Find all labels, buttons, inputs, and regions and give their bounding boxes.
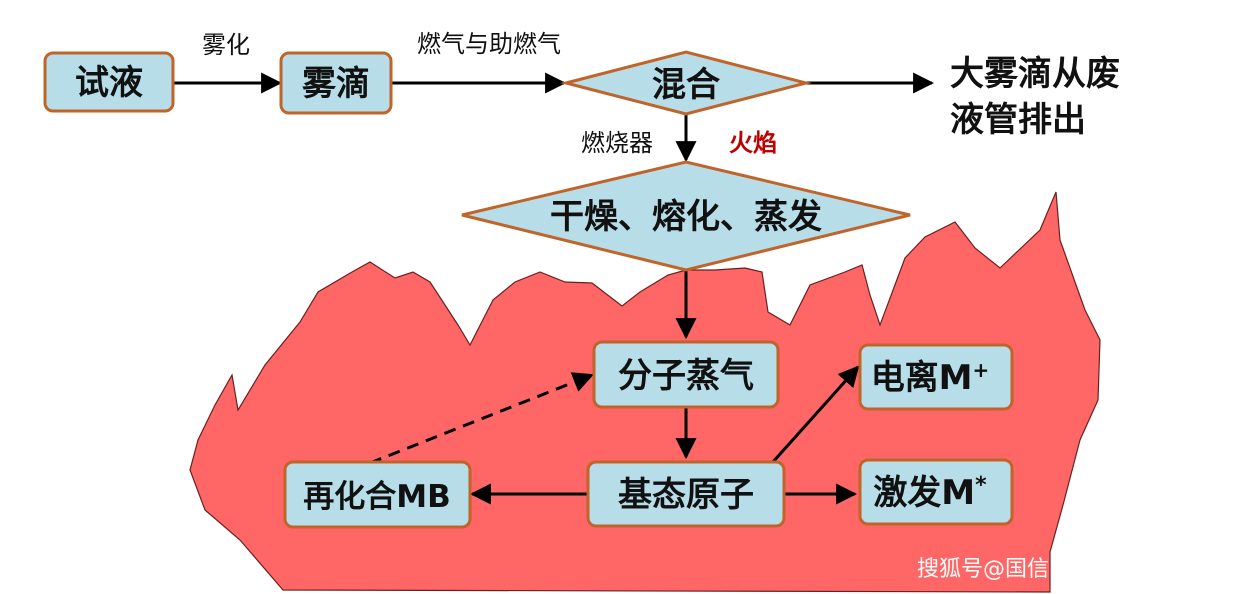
node-jifa-sup: *: [975, 473, 987, 498]
node-jifa-box: [858, 458, 1014, 526]
node-dianli-text: 电离M: [871, 358, 973, 398]
node-wudi-box: [279, 51, 393, 115]
output-line1: 大雾滴从废: [950, 54, 1120, 94]
node-dianli-label: 电离M+: [871, 358, 990, 398]
node-zaihua-label: 再化合MB: [303, 479, 450, 515]
node-jitai-box: [586, 460, 786, 528]
node-shiye-box: [43, 51, 175, 113]
node-fenzi-label: 分子蒸气: [618, 356, 754, 396]
node-dianli-box: [858, 343, 1014, 411]
node-zaihua-box: [283, 460, 472, 529]
output-line2: 液管排出: [950, 100, 1086, 140]
label-ranqi: 燃气与助燃气: [417, 30, 561, 58]
node-ganzao-diamond: [461, 160, 911, 272]
node-jitai-label: 基态原子: [618, 475, 754, 515]
label-wuhua: 雾化: [202, 31, 250, 59]
label-huoyan: 火焰: [729, 129, 777, 157]
node-dianli-sup: +: [973, 358, 990, 382]
node-hunhe-label: 混合: [652, 65, 720, 105]
node-hunhe-diamond: [560, 50, 812, 116]
node-jifa-text: 激发M: [873, 473, 975, 513]
node-wudi-label: 雾滴: [302, 64, 370, 104]
edge-jitai-dianli: [770, 365, 860, 465]
node-ganzao-label: 干燥、熔化、蒸发: [550, 197, 822, 237]
watermark: 搜狐号@国信中业科学技术院: [917, 557, 1203, 582]
node-shiye-label: 试液: [75, 63, 143, 103]
label-ranshaoqi: 燃烧器: [581, 129, 653, 157]
node-jifa-label: 激发M*: [873, 473, 987, 513]
node-fenzi-box: [592, 340, 780, 409]
